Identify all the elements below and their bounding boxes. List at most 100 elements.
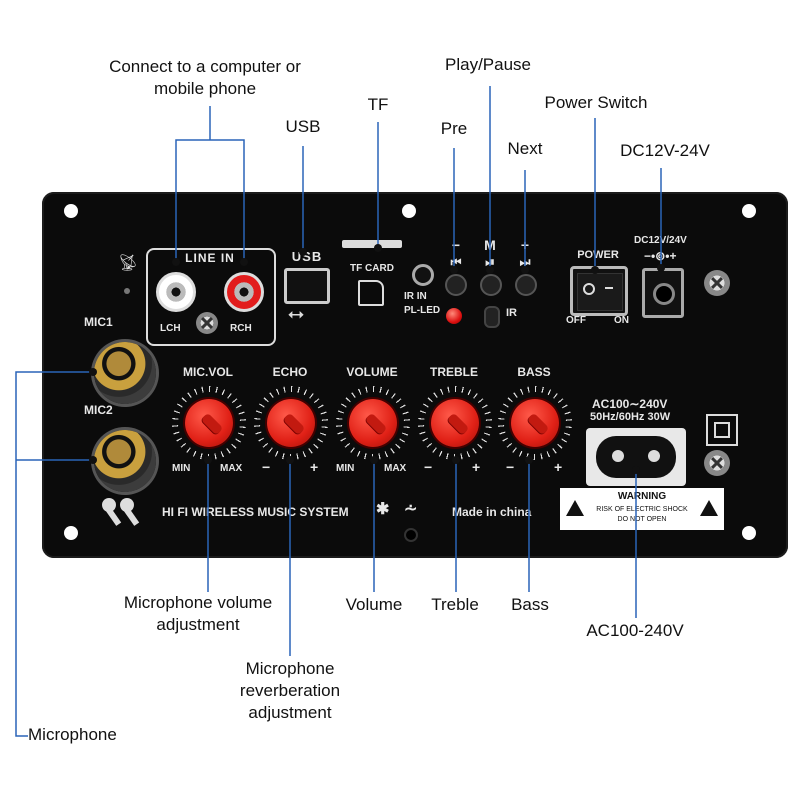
label-power-switch: Power Switch (544, 93, 648, 112)
ac-socket[interactable] (586, 428, 686, 486)
warning-triangle-icon (700, 500, 718, 516)
micvol-min: MIN (172, 463, 191, 474)
ir-receiver (484, 306, 500, 328)
mic1-jack[interactable] (94, 342, 156, 404)
label-computer: Connect to a computer or mobile phone (109, 57, 301, 98)
echo-knob[interactable] (267, 399, 315, 447)
ac-pin (648, 450, 660, 462)
dc-polarity-icon: −•⊚•+ (644, 249, 677, 263)
mic1-label: MIC1 (84, 315, 113, 329)
echo-minus: − (262, 459, 271, 475)
knob-label-volume: VOLUME (346, 365, 398, 379)
micvol-max: MAX (220, 463, 243, 474)
pl-led (446, 308, 462, 324)
usb-symbol-icon: ⭤ (288, 303, 304, 325)
dc-label: DC12V/24V (634, 235, 687, 246)
mount-hole (402, 204, 416, 218)
line-in-left-jack[interactable] (156, 272, 196, 312)
label-dc: DC12V-24V (620, 141, 710, 160)
label-mic-reverb: Microphone reverberation adjustment (239, 659, 341, 722)
mount-hole (742, 204, 756, 218)
next-icon: ⏭ (519, 255, 531, 269)
usb-port[interactable] (284, 268, 330, 304)
warning-sticker: WARNING RISK OF ELECTRIC SHOCK DO NOT OP… (560, 488, 724, 530)
mount-hole (64, 526, 78, 540)
power-switch[interactable] (570, 266, 628, 316)
play-pause-button[interactable] (480, 274, 502, 296)
off-label: OFF (566, 315, 586, 326)
screw-icon (196, 312, 218, 334)
mic2-label: MIC2 (84, 403, 113, 417)
label-volume: Volume (345, 595, 403, 614)
ir-in-label: IR IN (404, 291, 427, 302)
mic-hole (404, 528, 418, 542)
pl-led-label: PL-LED (404, 305, 441, 316)
label-treble: Treble (431, 595, 479, 614)
switch-off-mark (583, 283, 595, 295)
label-pre: Pre (440, 119, 468, 138)
label-play-pause: Play/Pause (445, 55, 531, 74)
pre-minus-label: − (451, 237, 461, 253)
volume-min: MIN (336, 463, 355, 474)
tf-card-label: TF CARD (350, 263, 394, 274)
previous-icon: ⏮ (450, 255, 462, 269)
play-pause-icon: ⏯ (485, 255, 495, 269)
ir-label: IR (506, 307, 517, 319)
dc-jack-pin (653, 283, 675, 305)
treble-knob[interactable] (431, 399, 479, 447)
amplifier-board: 📡︎ MIC1 MIC2 LINE IN LCH RCH USB ⭤ TF CA… (42, 192, 788, 558)
bass-knob[interactable] (511, 399, 559, 447)
microphones-logo-icon (98, 494, 148, 526)
next-plus-label: + (520, 237, 530, 253)
ac-pin (612, 450, 624, 462)
label-mic-volume: Microphone volume adjustment (123, 593, 273, 634)
knob-label-micvol: MIC.VOL (183, 365, 233, 379)
label-tf: TF (367, 95, 389, 114)
volume-max: MAX (384, 463, 407, 474)
rch-label: RCH (230, 323, 252, 334)
previous-button[interactable] (445, 274, 467, 296)
bass-plus: + (554, 459, 563, 475)
warning-line1: RISK OF ELECTRIC SHOCK (596, 506, 688, 513)
knob-label-treble: TREBLE (430, 365, 478, 379)
ac-socket-inner (596, 436, 676, 478)
next-button[interactable] (515, 274, 537, 296)
on-label: ON (614, 315, 629, 326)
antenna-led (124, 288, 130, 294)
mic-volume-knob[interactable] (185, 399, 233, 447)
line-in-label: LINE IN (185, 251, 235, 265)
switch-on-mark (605, 287, 613, 289)
warning-line2: DO NOT OPEN (617, 516, 667, 523)
double-insulation-inner (714, 422, 730, 438)
screw-icon (704, 450, 730, 476)
sd-card-icon (358, 280, 384, 306)
label-usb: USB (285, 117, 321, 136)
treble-plus: + (472, 459, 481, 475)
dc-power-jack[interactable] (642, 268, 684, 318)
bluetooth-icon: ✱ (376, 501, 390, 518)
usb-port-label: USB (291, 249, 323, 264)
knob-label-bass: BASS (517, 365, 551, 379)
mount-hole (742, 526, 756, 540)
ir-in-port (412, 264, 434, 286)
warning-triangle-icon (566, 500, 584, 516)
volume-knob[interactable] (349, 399, 397, 447)
antenna-icon: 📡︎ (118, 255, 139, 272)
echo-plus: + (310, 459, 319, 475)
line-in-right-jack[interactable] (224, 272, 264, 312)
tf-card-slot[interactable] (342, 240, 402, 248)
mic2-jack[interactable] (94, 430, 156, 492)
warning-title: WARNING (617, 491, 667, 502)
treble-minus: − (424, 459, 433, 475)
bass-minus: − (506, 459, 515, 475)
power-label: POWER (577, 249, 619, 261)
label-microphone: Microphone (28, 725, 117, 744)
ac-sub-label: 50Hz/60Hz 30W (590, 411, 671, 423)
label-bass: Bass (511, 595, 549, 614)
board-title: HI FI WIRELESS MUSIC SYSTEM (162, 505, 349, 519)
mount-hole (64, 204, 78, 218)
ac-label: AC100∼240V (592, 397, 668, 411)
label-ac: AC100-240V (586, 621, 684, 640)
double-insulation-icon (706, 414, 738, 446)
